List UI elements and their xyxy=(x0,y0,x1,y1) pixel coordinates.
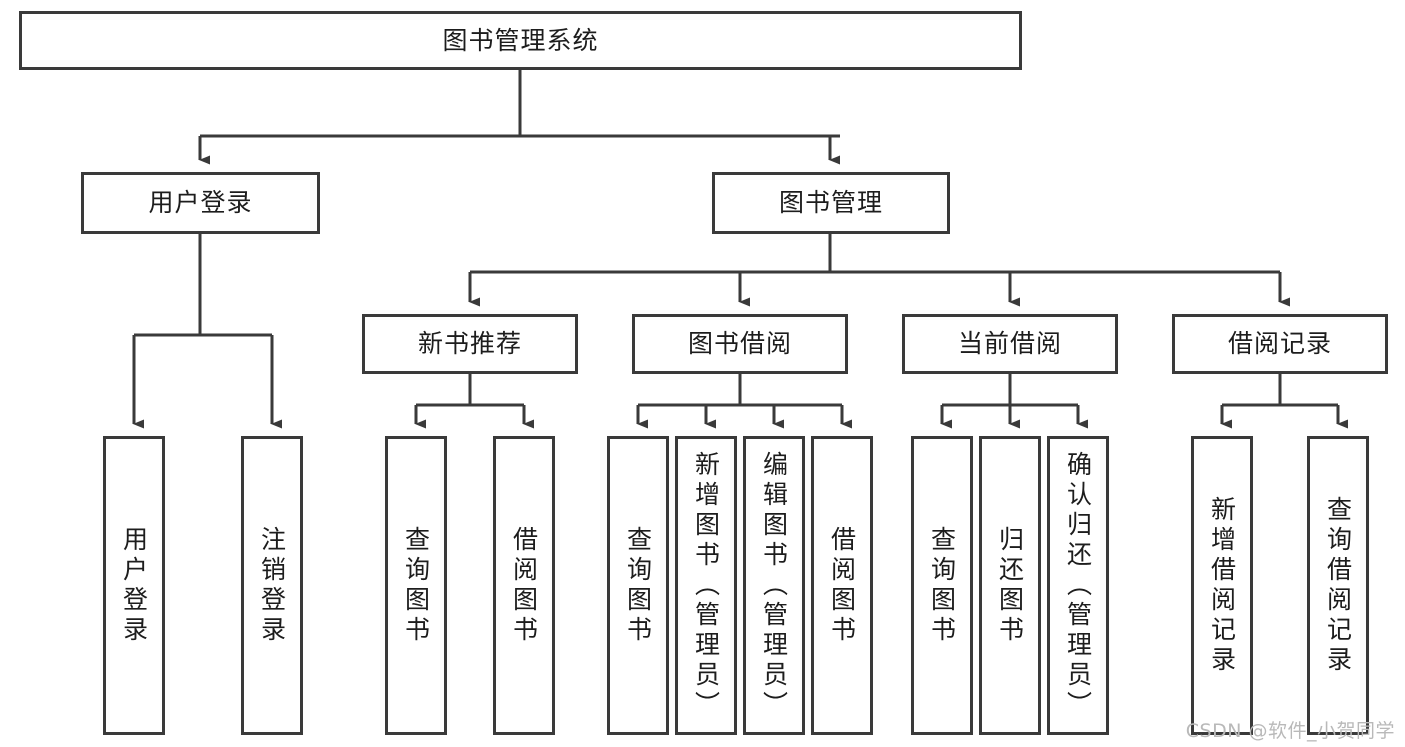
leaf-return-books[interactable]: 归还图书 xyxy=(979,436,1041,735)
leaf-confirm-return-admin[interactable]: 确认归还（管理员） xyxy=(1047,436,1109,735)
leaf-query-books-current-label: 查询图书 xyxy=(927,525,957,646)
leaf-add-borrow-record-label: 新增借阅记录 xyxy=(1207,495,1237,676)
node-new-book-recommend-label: 新书推荐 xyxy=(417,329,522,359)
leaf-logout[interactable]: 注销登录 xyxy=(241,436,303,735)
leaf-return-books-label: 归还图书 xyxy=(995,525,1025,646)
node-user-login[interactable]: 用户登录 xyxy=(81,172,320,234)
leaf-borrow-books[interactable]: 借阅图书 xyxy=(811,436,873,735)
leaf-confirm-return-admin-label: 确认归还（管理员） xyxy=(1063,450,1093,721)
leaf-logout-label: 注销登录 xyxy=(257,525,287,646)
node-book-borrow[interactable]: 图书借阅 xyxy=(632,314,848,374)
leaf-borrow-books-recommend[interactable]: 借阅图书 xyxy=(493,436,555,735)
node-root[interactable]: 图书管理系统 xyxy=(19,11,1022,70)
watermark-text: CSDN @软件_小贺同学 xyxy=(1185,720,1395,742)
leaf-add-borrow-record[interactable]: 新增借阅记录 xyxy=(1191,436,1253,735)
node-book-borrow-label: 图书借阅 xyxy=(687,329,792,359)
node-root-label: 图书管理系统 xyxy=(442,25,599,55)
leaf-query-borrow-record-label: 查询借阅记录 xyxy=(1323,495,1353,676)
leaf-borrow-books-label: 借阅图书 xyxy=(827,525,857,646)
node-book-management-label: 图书管理 xyxy=(778,188,883,218)
leaf-query-books-recommend[interactable]: 查询图书 xyxy=(385,436,447,735)
node-new-book-recommend[interactable]: 新书推荐 xyxy=(362,314,578,374)
node-borrow-records[interactable]: 借阅记录 xyxy=(1172,314,1388,374)
leaf-query-books-borrow[interactable]: 查询图书 xyxy=(607,436,669,735)
leaf-user-login[interactable]: 用户登录 xyxy=(103,436,165,735)
node-current-borrow[interactable]: 当前借阅 xyxy=(902,314,1118,374)
leaf-query-books-recommend-label: 查询图书 xyxy=(401,525,431,646)
leaf-edit-book-admin[interactable]: 编辑图书（管理员） xyxy=(743,436,805,735)
leaf-query-borrow-record[interactable]: 查询借阅记录 xyxy=(1307,436,1369,735)
leaf-query-books-current[interactable]: 查询图书 xyxy=(911,436,973,735)
node-current-borrow-label: 当前借阅 xyxy=(957,329,1062,359)
leaf-user-login-label: 用户登录 xyxy=(119,525,149,646)
node-user-login-label: 用户登录 xyxy=(148,188,253,218)
leaf-borrow-books-recommend-label: 借阅图书 xyxy=(509,525,539,646)
leaf-edit-book-admin-label: 编辑图书（管理员） xyxy=(759,450,789,721)
node-borrow-records-label: 借阅记录 xyxy=(1227,329,1332,359)
leaf-add-book-admin-label: 新增图书（管理员） xyxy=(691,450,721,721)
leaf-query-books-borrow-label: 查询图书 xyxy=(623,525,653,646)
leaf-add-book-admin[interactable]: 新增图书（管理员） xyxy=(675,436,737,735)
node-book-management[interactable]: 图书管理 xyxy=(712,172,950,234)
